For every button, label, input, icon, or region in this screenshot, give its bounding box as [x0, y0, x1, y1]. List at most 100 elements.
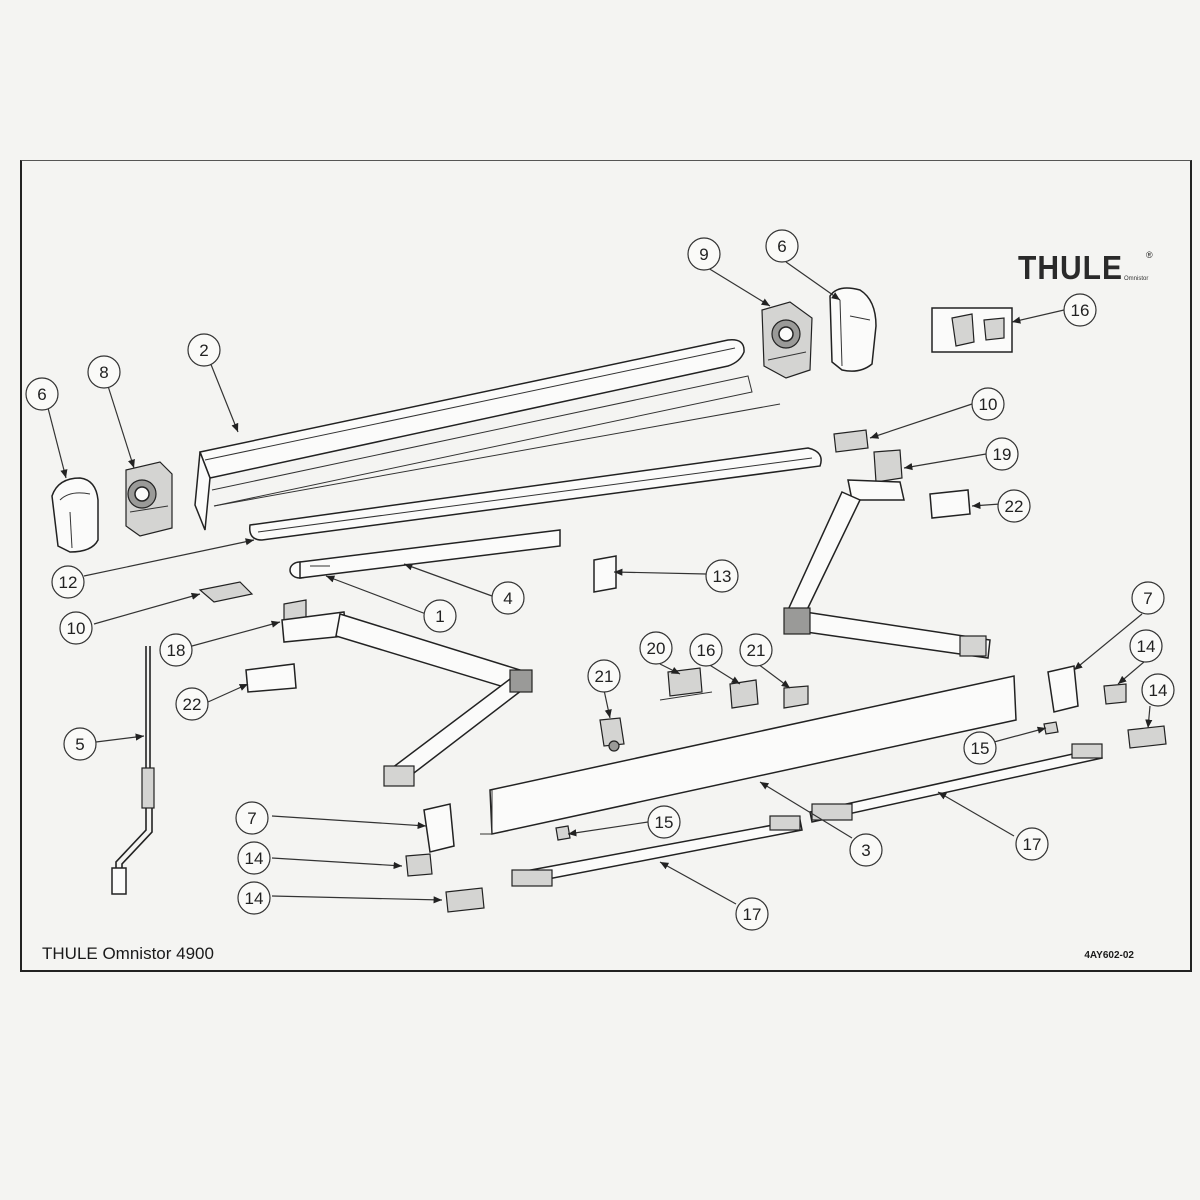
callout-number: 18 [167, 641, 186, 660]
callout-circle [63, 727, 97, 761]
callout-10: 10 [971, 387, 1005, 421]
part-2-cassette [194, 339, 781, 531]
callout-number: 10 [67, 619, 86, 638]
callout-18: 18 [159, 633, 193, 667]
callout-circle [985, 437, 1019, 471]
callout-number: 12 [59, 573, 78, 592]
part-17-telescopic-bars [511, 743, 1103, 887]
part-6-left-end-cap [51, 477, 99, 553]
callout-14: 14 [1141, 673, 1175, 707]
callout-9: 9 [687, 237, 721, 271]
callout-circle [849, 833, 883, 867]
callout-number: 7 [1143, 589, 1152, 608]
part-9-right-gear-unit [761, 301, 813, 379]
part-22-right-cover [929, 489, 971, 519]
callout-22: 22 [997, 489, 1031, 523]
callout-number: 20 [647, 639, 666, 658]
part-5-crank-handle [111, 646, 155, 895]
callout-circle [1015, 827, 1049, 861]
callout-circle [1141, 673, 1175, 707]
callout-circle [25, 377, 59, 411]
callout-6: 6 [765, 229, 799, 263]
callout-19: 19 [985, 437, 1019, 471]
callout-number: 10 [979, 395, 998, 414]
callout-circle [423, 599, 457, 633]
callout-circle [237, 841, 271, 875]
part-19-right-arm-assembly [783, 449, 991, 659]
callout-number: 22 [1005, 497, 1024, 516]
callout-3: 3 [849, 833, 883, 867]
left-end-brackets [405, 803, 571, 913]
callout-6: 6 [25, 377, 59, 411]
callout-number: 21 [747, 641, 766, 660]
callout-number: 14 [1149, 681, 1168, 700]
callout-7: 7 [235, 801, 269, 835]
callout-circle [87, 355, 121, 389]
callout-number: 16 [1071, 301, 1090, 320]
callout-21: 21 [739, 633, 773, 667]
center-brackets [599, 667, 809, 752]
callout-circle [639, 631, 673, 665]
part-10-right-clamp [833, 429, 869, 453]
callout-10: 10 [59, 611, 93, 645]
callout-number: 15 [971, 739, 990, 758]
callout-5: 5 [63, 727, 97, 761]
callout-circle [1063, 293, 1097, 327]
callout-12: 12 [51, 565, 85, 599]
brand-subtitle: Omnistor [1124, 276, 1149, 282]
callout-circle [705, 559, 739, 593]
callout-7: 7 [1131, 581, 1165, 615]
thule-logo: THULE ® Omnistor [1018, 250, 1153, 287]
callout-circle [1131, 581, 1165, 615]
callout-15: 15 [647, 805, 681, 839]
callout-1: 1 [423, 599, 457, 633]
callout-circle [739, 633, 773, 667]
callout-21: 21 [587, 659, 621, 693]
callout-number: 5 [75, 735, 84, 754]
callout-circle [963, 731, 997, 765]
part-16-bracket-set [931, 307, 1013, 353]
callout-number: 3 [861, 841, 870, 860]
callout-number: 1 [435, 607, 444, 626]
part-8-left-gear-unit [125, 461, 173, 537]
callout-2: 2 [187, 333, 221, 367]
drawing-code: 4AY602-02 [1084, 950, 1134, 961]
callout-8: 8 [87, 355, 121, 389]
part-3-front-profile [480, 675, 1017, 835]
callout-circle [175, 687, 209, 721]
callout-number: 16 [697, 641, 716, 660]
leader-lines [47, 261, 1153, 905]
callout-14: 14 [237, 881, 271, 915]
callout-circle [187, 333, 221, 367]
callout-number: 14 [1137, 637, 1156, 656]
part-13-plate [593, 555, 617, 593]
callout-14: 14 [1129, 629, 1163, 663]
callout-circle [235, 801, 269, 835]
callout-number: 8 [99, 363, 108, 382]
callout-number: 13 [713, 567, 732, 586]
callout-circle [587, 659, 621, 693]
part-12-front-bar [249, 447, 822, 541]
part-18-left-arm-assembly [281, 599, 533, 787]
callout-13: 13 [705, 559, 739, 593]
callout-circle [971, 387, 1005, 421]
callout-14: 14 [237, 841, 271, 875]
callout-number: 6 [777, 237, 786, 256]
callout-circle [51, 565, 85, 599]
callout-circle [997, 489, 1031, 523]
part-22-left-cover [245, 663, 297, 693]
callout-circle [237, 881, 271, 915]
callout-circle [491, 581, 525, 615]
callout-16: 16 [1063, 293, 1097, 327]
brand-wordmark: THULE [1018, 250, 1123, 287]
callout-number: 7 [247, 809, 256, 828]
callout-number: 17 [1023, 835, 1042, 854]
brand-registered-mark: ® [1146, 250, 1153, 260]
callout-number: 21 [595, 667, 614, 686]
callout-circle [765, 229, 799, 263]
callout-number: 17 [743, 905, 762, 924]
part-6-right-end-cap [829, 287, 877, 372]
